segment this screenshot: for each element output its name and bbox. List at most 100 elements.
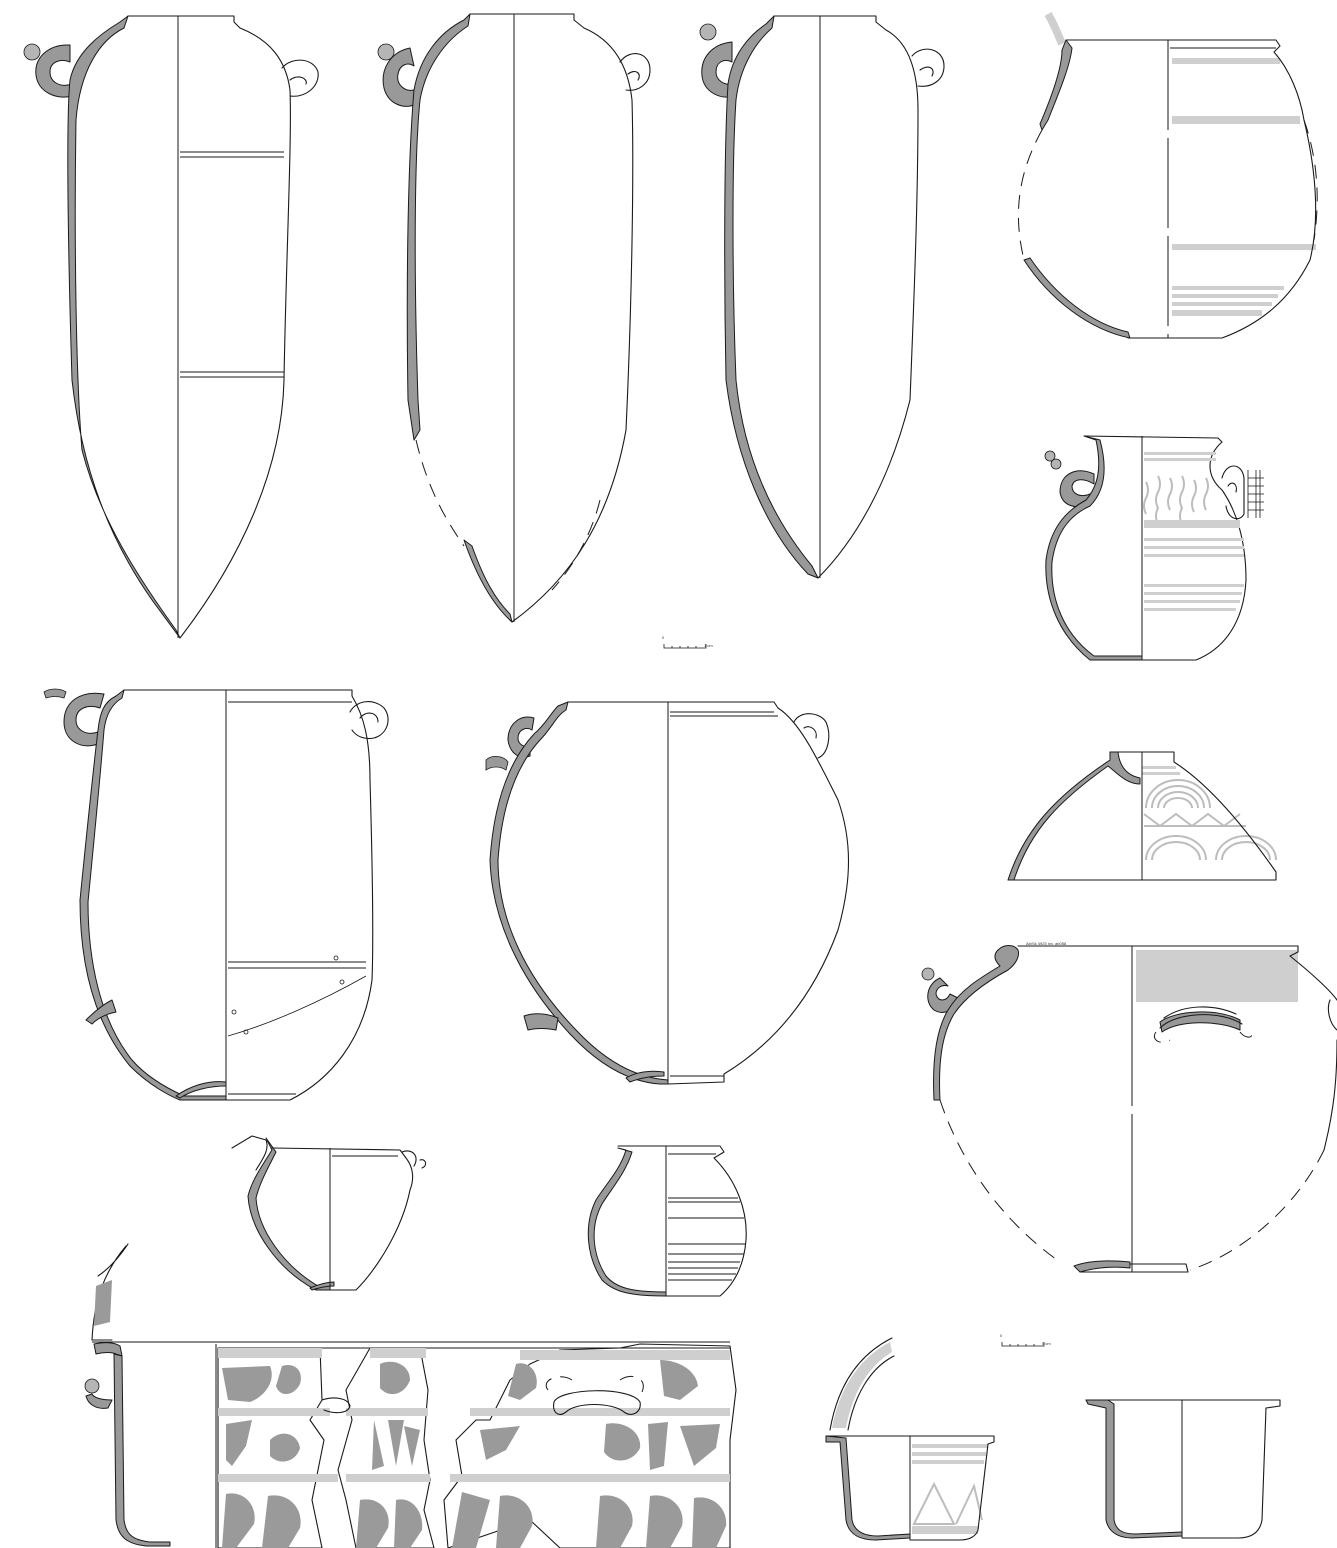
paint-band [1144, 538, 1244, 541]
lower-wall [463, 539, 513, 623]
paint-band [1144, 452, 1216, 455]
paint-band [1144, 592, 1242, 595]
painted-jar [1017, 11, 1318, 339]
paint-band [1144, 458, 1216, 461]
right-handle [1221, 465, 1245, 520]
joint-line [227, 975, 367, 1037]
cylindrical-pot [1085, 1399, 1281, 1539]
scale-bar-1-start-label: 0 [662, 635, 665, 640]
large-necked-jar [921, 945, 1337, 1273]
outline [1007, 751, 1277, 881]
dashed-reconstruction [1017, 129, 1043, 261]
outline [1323, 1039, 1337, 1151]
right-handle [793, 713, 830, 759]
paint-band [912, 1452, 986, 1456]
handle-section [1159, 1006, 1243, 1029]
scale-bar-2-end-label: 5 cm [1042, 1341, 1051, 1346]
outline [1065, 39, 1317, 339]
handle-fragment [485, 756, 509, 771]
scale-bar-2-start-label: 0 [1000, 1333, 1003, 1338]
painted-basin [84, 1243, 737, 1548]
right-handle [401, 1150, 427, 1169]
wall-profile [406, 13, 471, 441]
dashed-reconstruction [1154, 1031, 1171, 1043]
paint-band [1172, 302, 1272, 306]
wall-profile [1039, 39, 1073, 131]
outline [1085, 1399, 1281, 1539]
amphora-2 [377, 13, 651, 623]
paint-band [1172, 286, 1284, 290]
inventory-label-text: Ab/Sk 4925 Inv. ab058 [1026, 941, 1067, 946]
wall-profile [1073, 1260, 1131, 1273]
handle-fragment [377, 43, 395, 61]
paint-band [912, 1526, 978, 1534]
dashed-reconstruction [939, 1099, 1061, 1263]
right-handle [349, 701, 389, 740]
handle-paint [832, 1342, 892, 1428]
storage-jar-1 [43, 688, 389, 1101]
wall-profile [93, 1342, 123, 1357]
handle-paint [94, 1280, 112, 1326]
handle-section [85, 1393, 113, 1409]
wall-profile [724, 15, 819, 579]
dashed-reconstruction [415, 439, 465, 547]
arc-paint-motif [1143, 779, 1277, 861]
wall-profile [113, 1353, 171, 1547]
paint-band [1136, 950, 1298, 1002]
handle-profile [829, 1337, 895, 1431]
paint-band [912, 1460, 984, 1464]
handle-section [927, 977, 959, 1013]
wall-profile [1085, 1399, 1183, 1539]
handle-section [553, 1390, 641, 1415]
wall-profile [489, 701, 669, 1085]
handle-section [1247, 470, 1264, 518]
scale-bar-1 [663, 644, 707, 649]
wall-profile [79, 689, 227, 1101]
outline [271, 1147, 414, 1291]
conical-lid [1007, 751, 1277, 881]
amphora-1 [23, 15, 319, 639]
small-painted-pot [825, 1337, 995, 1541]
outline [1017, 945, 1337, 1001]
right-handle [911, 48, 945, 87]
outline [127, 15, 291, 639]
paint-band [912, 1444, 988, 1448]
wall-profile [231, 1135, 268, 1171]
wall-profile [825, 1435, 911, 1541]
wall-profile [67, 15, 181, 639]
lug-section [85, 999, 117, 1025]
scale-bar-2 [1001, 1342, 1045, 1347]
lug-section [523, 1013, 559, 1031]
outline [825, 1435, 995, 1541]
rim-fragment [1044, 11, 1066, 46]
scale-bar-1-end-label: 1 cm [704, 643, 713, 648]
small-bowl-jar [231, 1135, 427, 1291]
outline [469, 13, 634, 623]
outline [617, 1145, 747, 1297]
paint-band [1144, 608, 1236, 611]
wall-profile [247, 1137, 331, 1291]
outline [1079, 1263, 1189, 1273]
paint-band [1172, 244, 1316, 250]
triangle-paint-motif [912, 1481, 983, 1525]
wall-profile [1045, 435, 1143, 661]
outline [567, 701, 850, 1085]
paint-band [1172, 58, 1280, 64]
paint-band [1172, 116, 1300, 124]
dashed-reconstruction [551, 499, 601, 591]
painted-sherds [217, 1343, 737, 1548]
paint-band [1172, 310, 1262, 316]
dashed-reconstruction [545, 1376, 573, 1391]
paint-band [1144, 546, 1244, 549]
wavy-paint-motif [1143, 475, 1209, 525]
paint-band [1142, 766, 1176, 769]
handle-fragment [23, 43, 41, 61]
wall-profile [1007, 751, 1141, 881]
dashed-reconstruction [1189, 1149, 1325, 1271]
handle-fragment [1050, 458, 1062, 470]
handle-fragment [1044, 450, 1056, 462]
inner-break [309, 1281, 335, 1291]
wall-profile [933, 945, 1019, 1101]
right-handle [1327, 999, 1337, 1031]
